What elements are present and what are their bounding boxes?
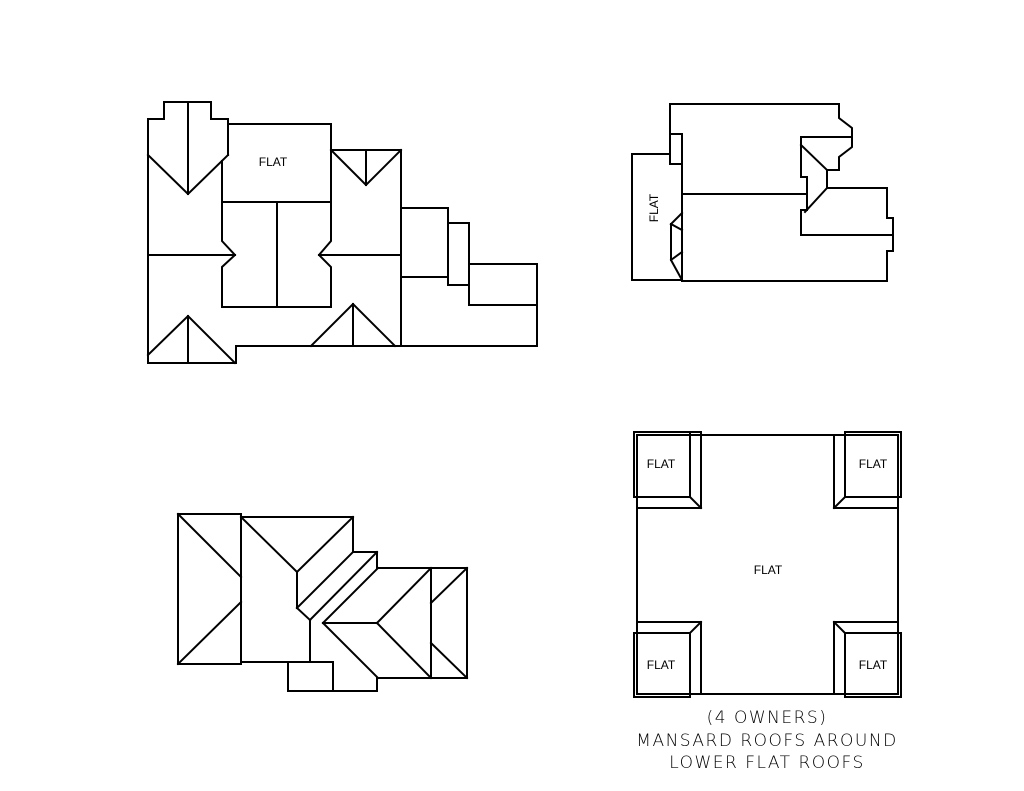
plan-c-hip [375,621,433,680]
plan-b-dormer [669,250,684,282]
roof-plan-c [176,512,469,692]
plan-c-hip-block [177,513,242,665]
flat-label: FLAT [754,563,783,577]
caption-line: MANSARD ROOFS AROUND [636,731,897,751]
plan-c-outline [240,516,468,692]
caption-line: (4 OWNERS) [707,708,828,728]
flat-label: FLAT [647,457,676,471]
plan-a-box [447,222,470,286]
plan-d-flat-box [844,632,902,698]
plan-c-valley [308,550,379,622]
plan-b-hip [799,143,829,172]
plan-d-main-flat [636,434,899,695]
flat-label: FLAT [647,193,661,222]
plan-c-hip [321,566,380,625]
plan-b-flat-wing [631,153,683,281]
plan-d-flat-box [633,632,691,698]
plan-c-hip [239,515,355,574]
plan-d-mansard [688,620,703,635]
plan-b-hip [803,186,829,214]
plan-c-hip [429,641,469,680]
plan-d-mansard [832,620,847,635]
flat-label: FLAT [647,658,676,672]
plan-d-flat-box [844,431,902,498]
plan-c-hip [176,512,243,579]
plan-d-mansard [833,434,899,509]
plan-b-outline [669,103,894,282]
plan-c-valley [295,606,312,622]
plan-a-gable [146,314,237,365]
plan-d-mansard [636,431,702,509]
plan-d-mansard [688,495,703,510]
plan-c-hip [321,621,380,680]
roof-plan-d: FLAT FLAT FLAT FLAT FLAT (4 OWNERS) MANS… [633,431,902,773]
plan-c-hip [375,566,433,625]
plan-a-flat-block [221,123,332,308]
plan-c-valley [295,550,355,610]
plan-d-mansard [832,495,847,510]
plan-b-dormer [669,211,684,232]
plan-d-flat-box [633,431,691,498]
plan-a-outline [147,345,538,364]
flat-label: FLAT [859,457,888,471]
plan-c-hip [429,566,469,605]
plan-c-hip [176,600,243,666]
roof-plan-b: FLAT [631,103,894,282]
roof-plan-a: FLAT [146,101,538,365]
caption-line: LOWER FLAT ROOFS [669,753,865,773]
flat-label: FLAT [859,658,888,672]
plan-a-box [400,207,449,278]
flat-label: FLAT [259,155,288,169]
